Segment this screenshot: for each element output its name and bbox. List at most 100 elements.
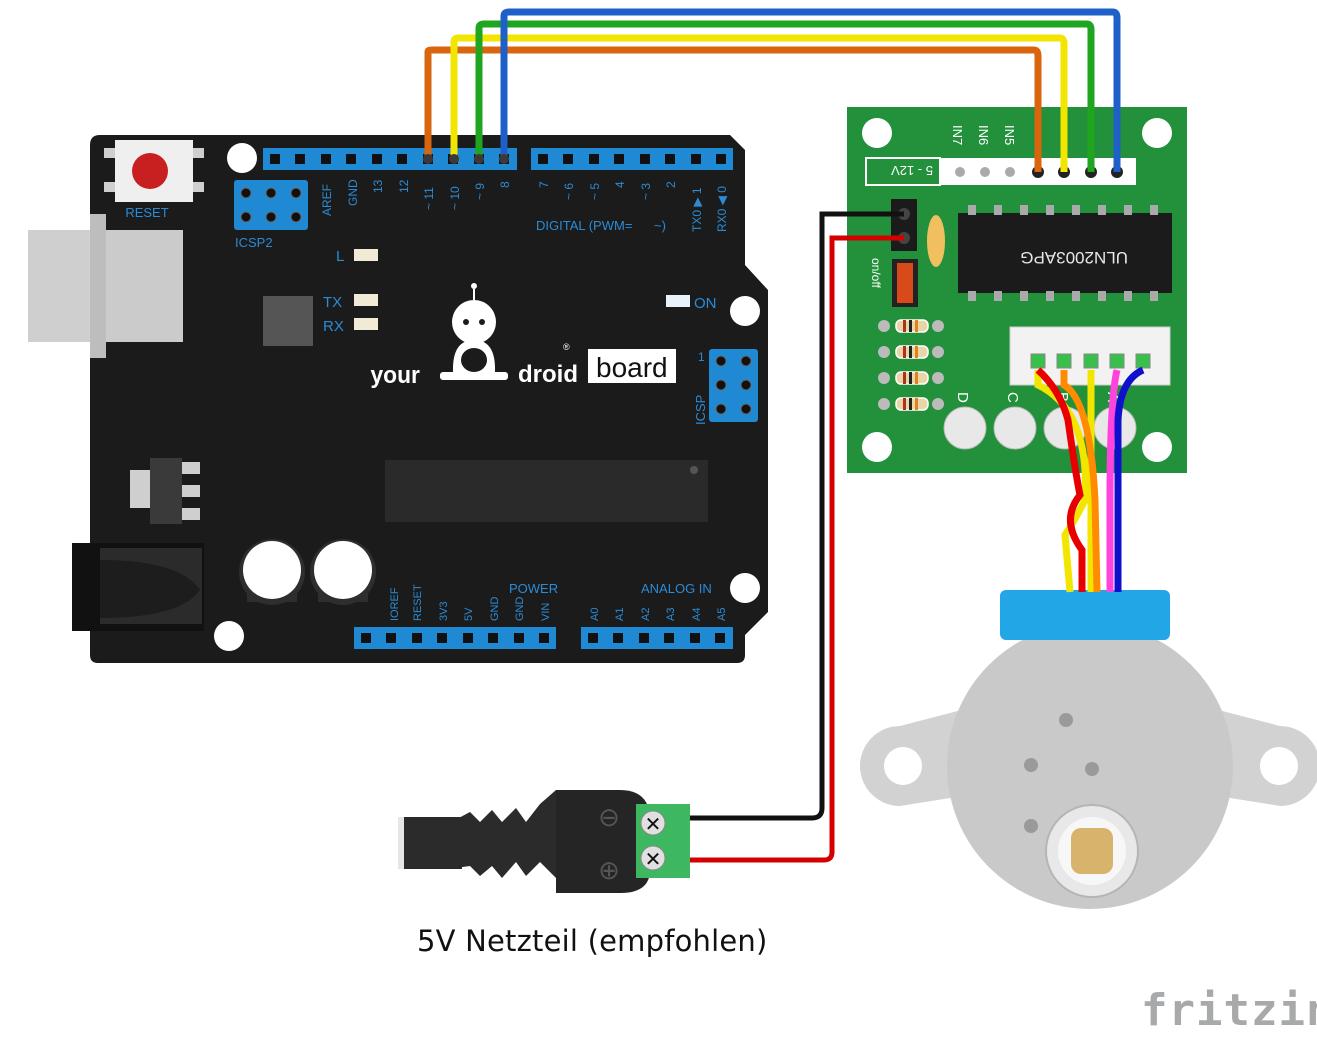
motor-shaft bbox=[1071, 828, 1113, 874]
arduino-pcb bbox=[90, 135, 768, 663]
screw-icon: ✕ bbox=[645, 849, 662, 871]
brand-your: your bbox=[371, 361, 420, 388]
pin-label: ~ 3 bbox=[639, 183, 653, 200]
led-rx-label: RX bbox=[323, 318, 344, 335]
jack-plus-symbol: ⊕ bbox=[598, 855, 620, 885]
pin-label: 8 bbox=[498, 181, 512, 188]
fritzing-watermark: fritzing bbox=[1141, 985, 1317, 1036]
digital-tilde-label: ~) bbox=[654, 218, 666, 233]
wire-yellow bbox=[450, 34, 1068, 172]
dc-jack-adapter: ⊖ ⊕ ✕ ✕ bbox=[398, 790, 690, 893]
pin-label: 3V3 bbox=[438, 601, 450, 621]
led-label-c: C bbox=[1004, 392, 1021, 403]
mount-hole bbox=[227, 143, 257, 173]
switch-label: on/off bbox=[869, 258, 883, 288]
icsp-pin1-label: 1 bbox=[698, 350, 705, 364]
capacitor bbox=[310, 539, 376, 605]
yourdroid-logo-icon bbox=[440, 283, 508, 380]
pin-label: ~ 11 bbox=[422, 187, 436, 210]
pin-label: A4 bbox=[691, 608, 703, 621]
icsp2-label: ICSP2 bbox=[235, 235, 273, 250]
brand-droid: droid bbox=[518, 361, 578, 388]
wire-blue bbox=[500, 8, 1121, 172]
mount-hole bbox=[730, 296, 760, 326]
led-tx-label: TX bbox=[323, 294, 342, 311]
led-on-label: ON bbox=[694, 295, 717, 312]
icsp2-header bbox=[234, 180, 308, 230]
input-label-in6: IN6 bbox=[976, 125, 991, 145]
pin-label: GND bbox=[346, 179, 360, 206]
led-label-d: D bbox=[954, 392, 971, 403]
wire-black bbox=[690, 211, 904, 821]
power-header bbox=[354, 627, 556, 649]
pin-label: ~ 9 bbox=[473, 183, 487, 200]
screw-icon: ✕ bbox=[645, 814, 662, 836]
reset-label: RESET bbox=[125, 205, 168, 220]
pin-label: A1 bbox=[614, 608, 626, 621]
pin-label: ~ 6 bbox=[562, 183, 576, 200]
chip-label: ULN2003APG bbox=[1020, 248, 1128, 267]
pin-label: RX0 ◀ 0 bbox=[715, 186, 729, 232]
wire-red bbox=[690, 235, 904, 863]
pin-label: AREF bbox=[320, 184, 334, 216]
analog-label: ANALOG IN bbox=[641, 581, 712, 596]
reset-button-cap[interactable] bbox=[132, 153, 168, 189]
mount-hole bbox=[214, 621, 244, 651]
jack-minus-symbol: ⊖ bbox=[598, 802, 620, 832]
led-rx bbox=[354, 318, 378, 330]
pin-label: 2 bbox=[664, 181, 678, 188]
microcontroller-chip bbox=[385, 460, 708, 522]
wire-orange bbox=[424, 46, 1042, 172]
uln2003-chip bbox=[958, 213, 1172, 293]
uln2003-driver-board: 5 - 12V IN7 IN6 IN5 on/off ULN2003APG bbox=[847, 107, 1187, 473]
pin-label: ~ 10 bbox=[448, 186, 462, 210]
usb-chip bbox=[263, 296, 313, 346]
led-l-label: L bbox=[336, 248, 344, 265]
pin-label: IOREF bbox=[389, 587, 401, 621]
pin-label: A2 bbox=[640, 608, 652, 621]
icsp-label: ICSP bbox=[693, 395, 708, 425]
resistor-array bbox=[878, 319, 944, 411]
pin-label: A3 bbox=[665, 608, 677, 621]
pin-label: VIN bbox=[540, 603, 552, 621]
signal-wires bbox=[424, 8, 1121, 172]
power-supply-caption: 5V Netzteil (empfohlen) bbox=[417, 924, 768, 958]
led-l bbox=[354, 249, 378, 261]
led-on bbox=[666, 295, 690, 307]
power-wires bbox=[690, 211, 904, 863]
pin-label: 4 bbox=[613, 181, 627, 188]
led-tx bbox=[354, 294, 378, 306]
registered-mark: ® bbox=[563, 342, 570, 352]
digital-header-right bbox=[531, 148, 733, 170]
capacitor bbox=[239, 539, 305, 605]
input-label-in5: IN5 bbox=[1002, 125, 1017, 145]
brand-board-box bbox=[588, 349, 676, 383]
power-label: POWER bbox=[509, 581, 558, 596]
input-label-in7: IN7 bbox=[950, 125, 965, 145]
digital-label: DIGITAL (PWM= bbox=[536, 218, 632, 233]
motor-wires bbox=[1034, 366, 1145, 593]
motor-wire-cap bbox=[1000, 590, 1170, 640]
pin-label: GND bbox=[514, 597, 526, 622]
pin-label: 7 bbox=[537, 181, 551, 188]
wire-green bbox=[475, 20, 1095, 172]
arduino-board: RESET ICSP2 AREF GND 13 12 ~ 11 ~ 10 ~ 9… bbox=[28, 135, 768, 663]
analog-header bbox=[581, 627, 733, 649]
pin-label: GND bbox=[489, 597, 501, 622]
pin-label: A5 bbox=[716, 608, 728, 621]
ceramic-capacitor bbox=[927, 215, 945, 267]
brand-board: board bbox=[596, 352, 668, 383]
pin-label: A0 bbox=[589, 608, 601, 621]
pin-label: 13 bbox=[371, 179, 385, 193]
pin-label: 12 bbox=[397, 179, 411, 193]
pin-label: 5V bbox=[463, 607, 475, 621]
stepper-motor bbox=[860, 590, 1317, 909]
pin-label: TX0 ▶ 1 bbox=[690, 187, 704, 232]
voltage-label: 5 - 12V bbox=[891, 163, 933, 178]
jack-housing bbox=[556, 790, 650, 893]
pin-label: ~ 5 bbox=[588, 183, 602, 200]
pin-label: RESET bbox=[412, 584, 424, 621]
mount-hole bbox=[730, 573, 760, 603]
